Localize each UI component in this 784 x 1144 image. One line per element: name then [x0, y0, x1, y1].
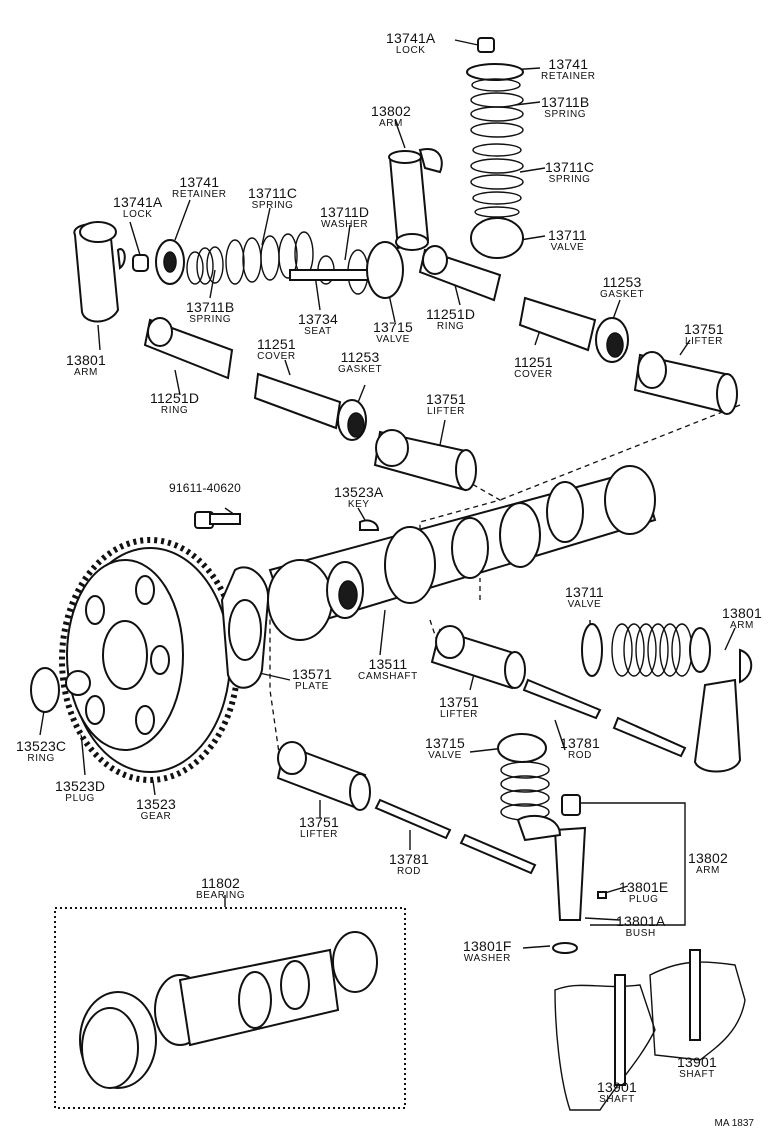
bolt-and-key [194, 511, 380, 531]
lifters-and-rods [276, 625, 687, 875]
label-91611-40620: 91611-40620 [169, 481, 242, 495]
arm-13802-lower [497, 733, 607, 954]
camshaft [267, 465, 657, 641]
cover-and-lifter-right [418, 245, 738, 415]
valve-assembly-top [466, 37, 524, 259]
arm-13802-top [388, 148, 443, 251]
bearing-inset [54, 907, 406, 1109]
valve-set-right [581, 623, 753, 773]
diagram-code: MA 1837 [714, 1118, 754, 1129]
gear [30, 537, 241, 783]
valve-set-left [73, 221, 404, 323]
plate [220, 566, 270, 689]
cover-and-lifter-left [143, 317, 477, 492]
shafts [554, 949, 746, 1111]
